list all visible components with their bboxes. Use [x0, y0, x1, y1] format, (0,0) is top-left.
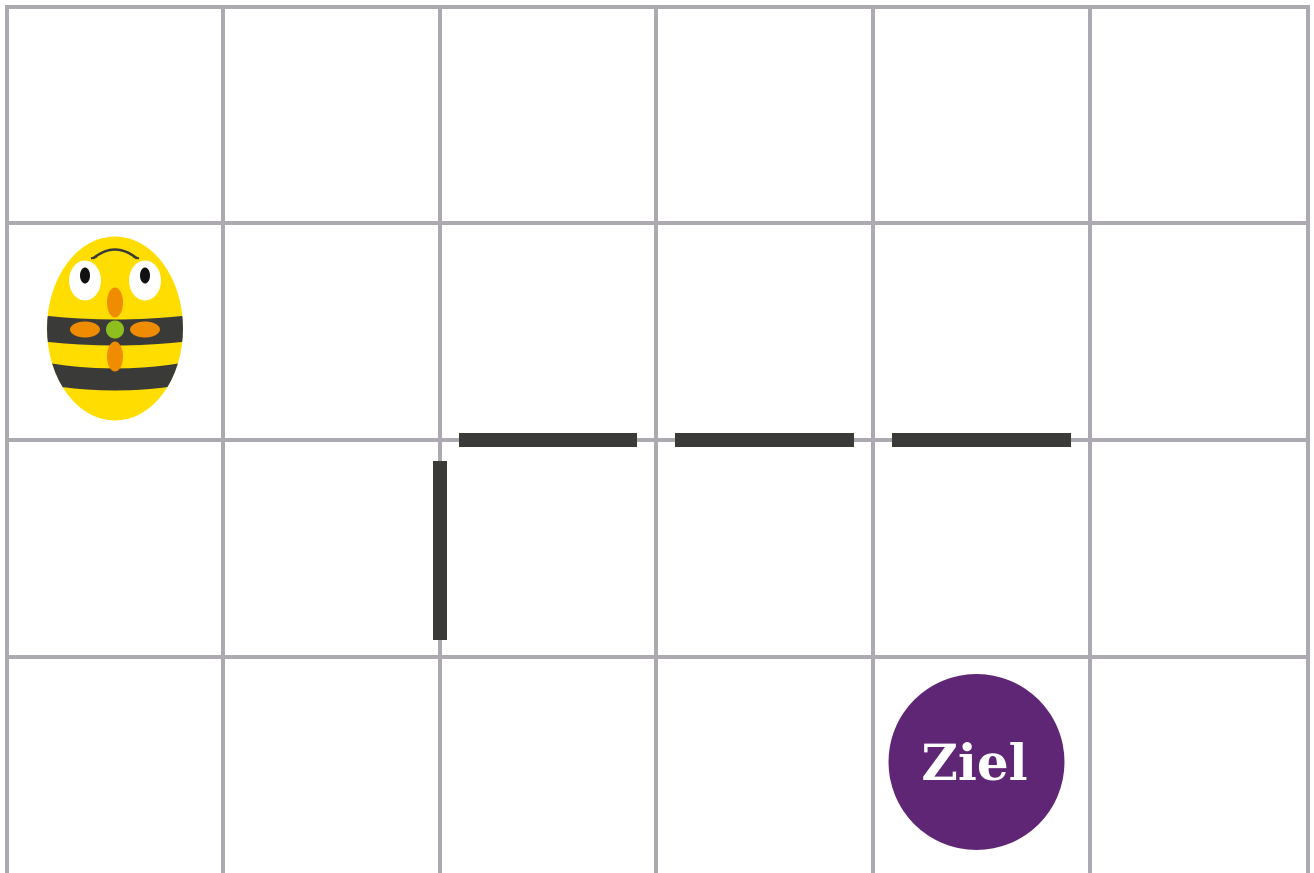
wall-segment: [892, 433, 1071, 447]
wall-segment: [675, 433, 854, 447]
grid: [5, 7, 1310, 873]
go-button-icon[interactable]: [106, 321, 124, 339]
bee-left-pupil: [80, 268, 90, 284]
left-button-icon[interactable]: [70, 322, 100, 338]
bee-right-pupil: [140, 268, 150, 284]
bee-bot-robot[interactable]: [35, 237, 195, 421]
wall-segment: [433, 461, 447, 640]
right-button-icon[interactable]: [130, 322, 160, 338]
wall-segment: [459, 433, 637, 447]
backward-button-icon[interactable]: [107, 342, 123, 372]
forward-button-icon[interactable]: [107, 288, 123, 318]
walls: [433, 433, 1071, 640]
goal-marker[interactable]: Ziel: [889, 674, 1065, 850]
goal-label: Ziel: [921, 733, 1027, 792]
